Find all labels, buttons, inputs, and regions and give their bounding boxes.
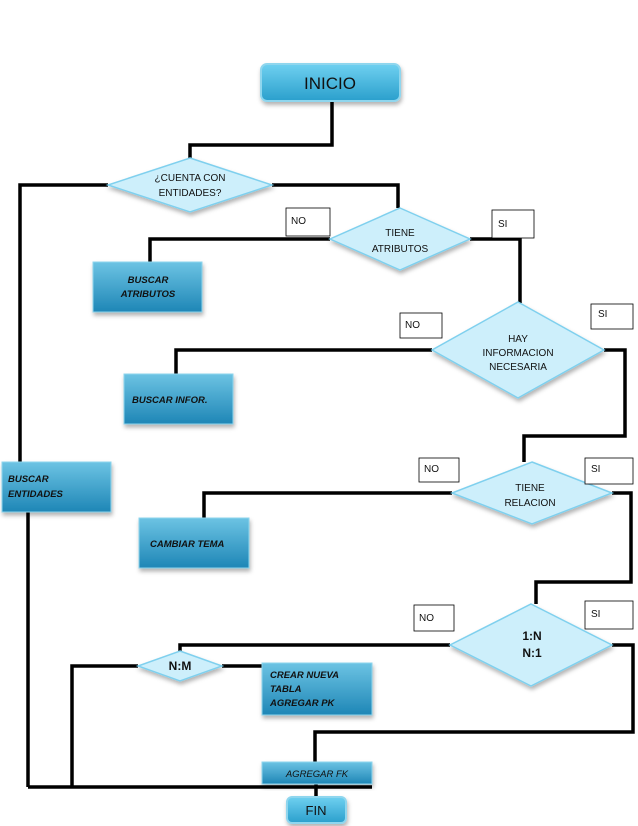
start-terminal: INICIO	[260, 63, 401, 102]
end-terminal: FIN	[286, 796, 347, 824]
process-agregar-fk: AGREGAR FK	[261, 761, 373, 785]
connector-relacion-no	[202, 491, 452, 518]
process-crear-tabla-line3: AGREGAR PK	[269, 698, 336, 709]
decision-card-line1: 1:N	[522, 629, 541, 643]
decision-card-line2: N:1	[522, 646, 542, 660]
process-cambiar-tema-label: CAMBIAR TEMA	[150, 539, 225, 550]
process-crear-tabla-line1: CREAR NUEVA	[270, 670, 339, 681]
label-si-atributos: SI	[498, 219, 507, 230]
connector-atributos-no	[148, 237, 330, 262]
connector-cuenta-no	[18, 183, 108, 463]
decision-n-m: N:M	[135, 650, 225, 682]
decision-relacion-line1: TIENE	[515, 483, 545, 494]
decision-nm-label: N:M	[169, 659, 192, 673]
decision-tiene-atributos: TIENE ATRIBUTOS	[328, 207, 472, 271]
label-si-info: SI	[598, 309, 607, 320]
process-buscar-atributos-line2: ATRIBUTOS	[120, 289, 176, 300]
connector-info-si	[522, 348, 627, 462]
process-crear-tabla-line2: TABLA	[270, 684, 302, 695]
process-agregar-fk-label: AGREGAR FK	[285, 769, 349, 780]
connector-info-no	[174, 348, 432, 374]
branch-labels: NO SI NO SI NO SI NO SI	[285, 207, 634, 632]
decision-atributos-line2: ATRIBUTOS	[372, 244, 429, 255]
label-si-relacion: SI	[591, 464, 600, 475]
connector-relacion-si	[534, 491, 633, 604]
decision-atributos-line1: TIENE	[385, 228, 415, 239]
process-buscar-entidades-line2: ENTIDADES	[8, 489, 64, 500]
label-no-card: NO	[419, 613, 434, 624]
connector-atributos-si	[470, 237, 522, 303]
label-no-info: NO	[405, 320, 420, 331]
end-label: FIN	[306, 803, 327, 818]
decision-hay-informacion: HAY INFORMACION NECESARIA	[430, 301, 606, 399]
decision-cuenta-line2: ENTIDADES?	[159, 188, 222, 199]
process-cambiar-tema: CAMBIAR TEMA	[138, 517, 250, 569]
process-buscar-entidades: BUSCAR ENTIDADES	[1, 461, 112, 513]
process-buscar-atributos: BUSCAR ATRIBUTOS	[92, 261, 203, 313]
connector-nm-left	[70, 664, 138, 787]
label-si-card: SI	[591, 609, 600, 620]
label-no-relacion: NO	[424, 464, 439, 475]
process-buscar-atributos-line1: BUSCAR	[128, 275, 169, 286]
process-buscar-infor: BUSCAR INFOR.	[123, 373, 234, 425]
decision-info-line1: HAY	[508, 334, 528, 345]
decision-info-line2: INFORMACION	[482, 348, 553, 359]
connector-inicio-to-cuenta	[188, 101, 334, 158]
connector-card-no	[178, 643, 450, 651]
connectors	[18, 101, 635, 797]
decision-cuenta-entidades: ¿CUENTA CON ENTIDADES?	[105, 157, 275, 213]
process-crear-tabla: CREAR NUEVA TABLA AGREGAR PK	[261, 662, 373, 716]
start-label: INICIO	[304, 74, 356, 93]
decision-relacion-line2: RELACION	[504, 498, 555, 509]
process-buscar-entidades-line1: BUSCAR	[8, 474, 49, 485]
label-no-atributos: NO	[291, 216, 306, 227]
decision-cuenta-line1: ¿CUENTA CON	[155, 173, 226, 184]
decision-cardinalidad: 1:N N:1	[448, 603, 614, 687]
connector-card-si	[313, 643, 635, 762]
decision-info-line3: NECESARIA	[489, 362, 547, 373]
process-buscar-infor-label: BUSCAR INFOR.	[132, 395, 207, 406]
connector-cuenta-si	[272, 183, 400, 208]
